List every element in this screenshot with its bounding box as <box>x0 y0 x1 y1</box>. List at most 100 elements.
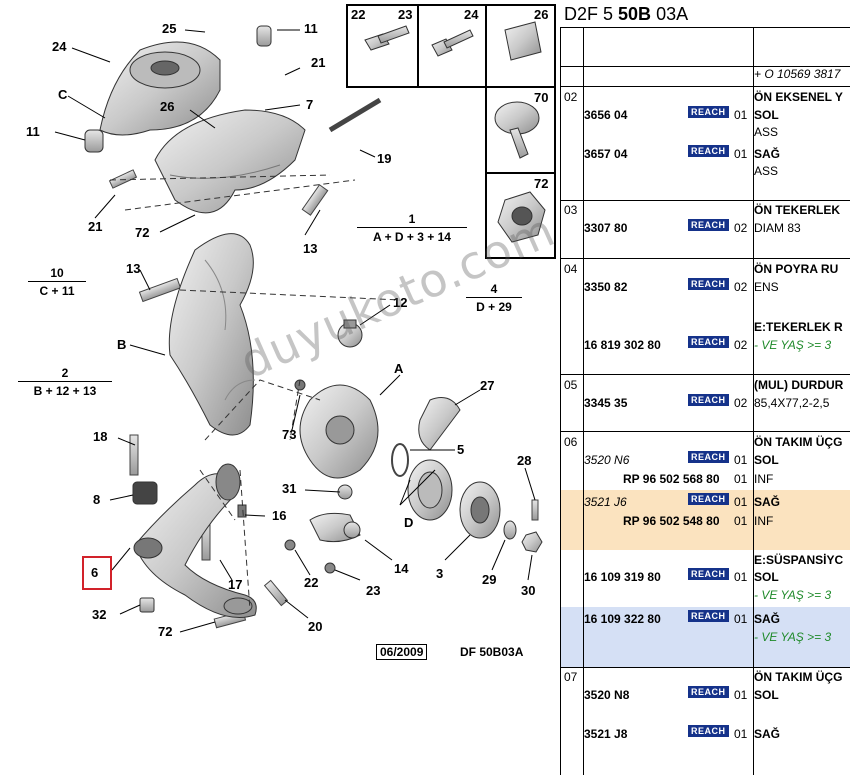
row-divider <box>560 431 850 432</box>
callout-11-left: 11 <box>26 124 40 139</box>
col-divider-0 <box>560 28 561 775</box>
guide-lines <box>109 174 401 611</box>
part-qty: 02 <box>734 396 748 410</box>
part-desc: SAĞ <box>754 612 781 626</box>
part-number[interactable]: 3307 80 <box>584 221 628 235</box>
steering-knuckle <box>168 233 256 436</box>
kit-formula-1: 1 A + D + 3 + 14 <box>357 212 467 244</box>
part-desc: - VE YAŞ >= 3 <box>754 588 832 602</box>
part-qty: 02 <box>734 280 748 294</box>
callout-16: 16 <box>272 508 287 523</box>
part-number[interactable]: 3350 82 <box>584 280 628 294</box>
kit-formula-2: 2 B + 12 + 13 <box>18 366 112 398</box>
kit-formula-1-number: 1 <box>357 212 467 228</box>
part-number[interactable]: 3521 J6 <box>584 495 627 509</box>
part-number[interactable]: 3656 04 <box>584 108 628 122</box>
header-suffix: 03A <box>651 4 689 24</box>
kit-formula-10-parts: C + 11 <box>39 284 75 298</box>
part-desc: INF <box>754 514 774 528</box>
callout-30: 30 <box>521 583 536 598</box>
box-label-24: 24 <box>464 7 479 22</box>
part-desc: SOL <box>754 570 779 584</box>
part-desc: ÖN TAKIM ÜÇG <box>754 670 843 684</box>
callout-11-top: 11 <box>304 21 318 36</box>
part-number[interactable]: 16 109 322 80 <box>584 612 661 626</box>
part-desc: SOL <box>754 453 779 467</box>
part-number[interactable]: RP 96 502 568 80 <box>623 472 720 486</box>
callout-72-lower: 72 <box>158 624 173 639</box>
callout-26: 26 <box>160 99 175 114</box>
part-qty: 01 <box>734 612 748 626</box>
row-divider <box>560 667 850 668</box>
box-label-70: 70 <box>534 90 549 105</box>
box-label-22: 22 <box>351 7 366 22</box>
part-qty: 01 <box>734 514 748 528</box>
top-mount <box>84 25 272 153</box>
diagram-drawing <box>54 4 556 633</box>
group-number: 04 <box>564 262 578 276</box>
col-divider-1 <box>583 28 584 775</box>
part-desc: (MUL) DURDUR <box>754 378 844 392</box>
callout-5: 5 <box>457 442 465 457</box>
callout-24: 24 <box>52 39 67 54</box>
callout-8: 8 <box>93 492 101 507</box>
kit-formula-4-parts: D + 29 <box>476 300 512 314</box>
ball-joint <box>337 319 363 348</box>
part-desc: DIAM 83 <box>754 221 801 235</box>
reach-badge: REACH <box>688 451 729 463</box>
reach-badge: REACH <box>688 568 729 580</box>
group-number: 03 <box>564 203 578 217</box>
reach-badge: REACH <box>688 610 729 622</box>
part-qty: 01 <box>734 453 748 467</box>
part-qty: 01 <box>734 570 748 584</box>
part-number[interactable]: 3345 35 <box>584 396 628 410</box>
callout-21-left: 21 <box>88 219 103 234</box>
part-qty: 02 <box>734 338 748 352</box>
box-label-72: 72 <box>534 176 549 191</box>
kit-formula-2-parts: B + 12 + 13 <box>33 384 97 398</box>
part-number[interactable]: RP 96 502 548 80 <box>623 514 720 528</box>
reach-badge: REACH <box>688 493 729 505</box>
kit-formula-10-number: 10 <box>28 266 86 282</box>
callout-A: A <box>394 361 404 376</box>
box-label-23: 23 <box>398 7 413 22</box>
callout-72-upper: 72 <box>135 225 150 240</box>
row-divider <box>560 258 850 259</box>
part-number[interactable]: 16 109 319 80 <box>584 570 661 584</box>
part-desc: ÖN EKSENEL Y <box>754 90 843 104</box>
callout-17: 17 <box>228 577 243 592</box>
kit-formula-4-number: 4 <box>466 282 522 298</box>
callout-13-right: 13 <box>303 241 318 256</box>
callout-27: 27 <box>480 378 495 393</box>
reach-badge: REACH <box>688 336 729 348</box>
part-qty: 01 <box>734 727 748 741</box>
part-desc: ÖN POYRA RU <box>754 262 839 276</box>
part-number[interactable]: 3657 04 <box>584 147 628 161</box>
header-bold: 50B <box>618 4 652 24</box>
bolts <box>108 169 539 629</box>
callout-21-top: 21 <box>311 55 326 70</box>
col-divider-2 <box>753 28 754 775</box>
callout-6[interactable]: 6 <box>91 565 99 580</box>
part-number[interactable]: 3520 N8 <box>584 688 630 702</box>
part-qty: 02 <box>734 221 748 235</box>
exploded-parts-diagram: 22 23 24 26 70 72 25 11 24 21 C 26 7 11 … <box>18 4 556 660</box>
subframe-bracket <box>154 97 382 214</box>
callout-B: B <box>117 337 127 352</box>
part-qty: 01 <box>734 688 748 702</box>
callout-32: 32 <box>92 607 107 622</box>
callout-C: C <box>58 87 68 102</box>
note-text: + O 10569 3817 <box>754 67 841 81</box>
callout-18: 18 <box>93 429 108 444</box>
part-number[interactable]: 3520 N6 <box>584 453 630 467</box>
part-desc: SOL <box>754 688 779 702</box>
part-desc: ÖN TEKERLEK <box>754 203 841 217</box>
kit-formula-2-number: 2 <box>18 366 112 382</box>
header-prefix: D2F 5 <box>564 4 619 24</box>
group-number: 05 <box>564 378 578 392</box>
kit-formula-10: 10 C + 11 <box>28 266 86 298</box>
part-number[interactable]: 16 819 302 80 <box>584 338 661 352</box>
diagram-reference: DF 50B03A <box>460 645 524 659</box>
selected-part-highlight[interactable] <box>82 556 112 590</box>
part-number[interactable]: 3521 J8 <box>584 727 628 741</box>
